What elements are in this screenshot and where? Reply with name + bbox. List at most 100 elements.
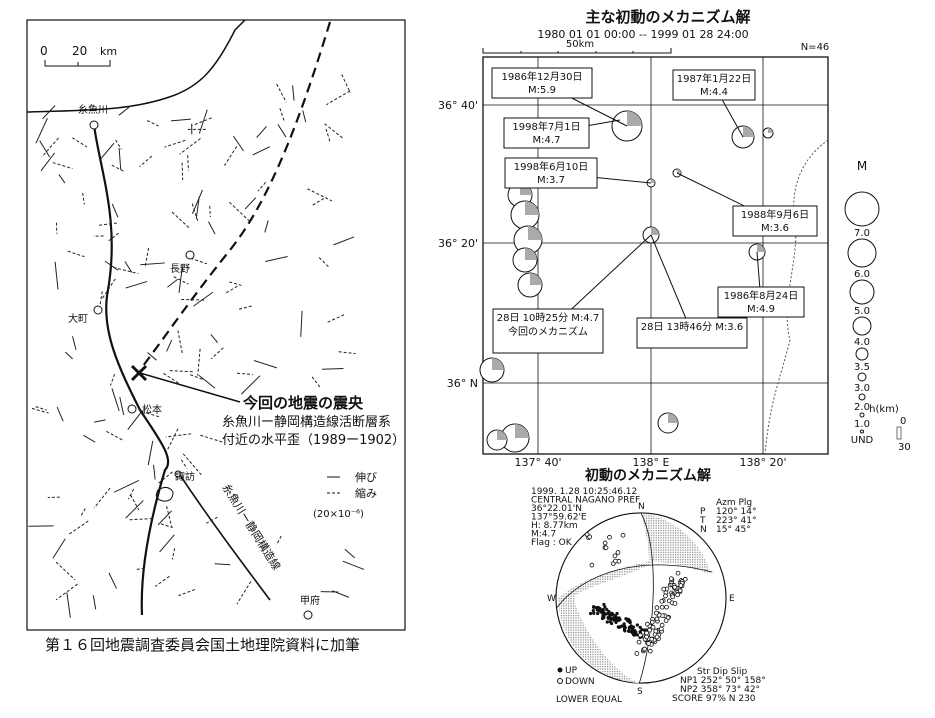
np-header: Str Dip Slip bbox=[697, 667, 748, 677]
strain-tick bbox=[191, 203, 199, 223]
event-magnitude: M:5.9 bbox=[528, 85, 556, 96]
strain-tick bbox=[167, 278, 179, 288]
strain-tick bbox=[210, 347, 224, 360]
direction-w: W bbox=[547, 594, 556, 604]
up-point bbox=[642, 628, 647, 632]
up-point bbox=[635, 623, 639, 627]
depth-min: 0 bbox=[900, 416, 906, 427]
mechanism-map: 主な初動のメカニズム解 1980 01 01 00:00 -- 1999 01 … bbox=[438, 8, 911, 469]
focal-ball-shade bbox=[651, 179, 655, 183]
up-point bbox=[614, 618, 618, 623]
strain-tick bbox=[92, 595, 97, 610]
down-point bbox=[649, 636, 655, 642]
direction-n: N bbox=[638, 502, 645, 512]
focal-ball-shade bbox=[528, 226, 542, 240]
strain-tick bbox=[64, 351, 73, 360]
depth-scale bbox=[896, 426, 902, 440]
axis-n-value: 15° 45° bbox=[716, 525, 751, 535]
up-point bbox=[592, 605, 596, 609]
focal-ball-shade bbox=[768, 128, 773, 133]
city-kofu: 甲府 bbox=[300, 594, 320, 607]
strain-tick bbox=[159, 534, 175, 553]
score-values: SCORE 97% N 230 bbox=[672, 694, 756, 704]
down-point bbox=[654, 605, 660, 610]
down-point bbox=[654, 634, 660, 640]
strain-tick bbox=[322, 368, 344, 370]
down-point bbox=[654, 616, 660, 622]
np2-values: NP2 358° 73° 42° bbox=[680, 685, 760, 695]
strain-tick bbox=[106, 430, 125, 442]
strain-tick bbox=[41, 137, 59, 158]
strain-tick bbox=[93, 487, 111, 509]
strain-tick bbox=[190, 374, 204, 381]
strain-tick bbox=[104, 260, 119, 271]
up-point bbox=[638, 625, 642, 630]
strain-tick bbox=[94, 419, 106, 423]
axis-t-label: T bbox=[699, 516, 706, 526]
city-suwa: 諏訪 bbox=[175, 470, 195, 483]
fault-label: 糸魚川ー静岡構造線 bbox=[219, 481, 283, 572]
strain-tick bbox=[55, 583, 78, 601]
strain-tick bbox=[42, 105, 56, 120]
mag-legend-circle bbox=[858, 393, 866, 401]
strain-tick bbox=[134, 567, 145, 571]
strain-tick bbox=[147, 352, 157, 361]
strain-tick bbox=[31, 407, 49, 414]
strain-tick bbox=[311, 376, 321, 388]
strain-tick bbox=[344, 548, 356, 559]
focal-ball-shade bbox=[627, 111, 642, 126]
map-scale-bar bbox=[482, 48, 672, 54]
strain-tick bbox=[236, 581, 252, 605]
down-point bbox=[675, 570, 681, 576]
down-point bbox=[682, 576, 688, 582]
nodal-plane-1 bbox=[638, 512, 654, 684]
up-point bbox=[606, 615, 610, 620]
down-point bbox=[644, 621, 650, 627]
strain-tick bbox=[240, 375, 261, 395]
city-markers bbox=[89, 120, 313, 620]
down-point bbox=[603, 545, 609, 551]
up-point bbox=[605, 607, 609, 612]
strain-tick bbox=[171, 548, 176, 560]
strain-tick bbox=[160, 523, 173, 528]
focal-ball-shade bbox=[515, 424, 529, 438]
strain-tick bbox=[166, 339, 173, 352]
strain-tick bbox=[79, 508, 86, 518]
strain-tick bbox=[341, 74, 351, 94]
event-date: 1998年6月10日 bbox=[514, 160, 589, 173]
event-label-box bbox=[492, 308, 604, 354]
prefecture-border bbox=[764, 139, 829, 455]
down-point bbox=[634, 651, 640, 656]
strain-tick bbox=[252, 146, 271, 156]
event-date: 1988年9月6日 bbox=[741, 208, 809, 221]
up-point bbox=[598, 607, 602, 611]
legend-compression: 縮み bbox=[355, 486, 377, 500]
up-point bbox=[603, 605, 607, 609]
event-date: 1986年8月24日 bbox=[724, 289, 799, 302]
down-point bbox=[658, 626, 664, 632]
strain-tick bbox=[277, 124, 287, 138]
down-point bbox=[587, 534, 592, 540]
mechanism-info-line: 36°22.01'N bbox=[531, 504, 582, 514]
up-point bbox=[617, 625, 621, 629]
strain-tick bbox=[324, 123, 344, 140]
strain-title-2: 付近の水平歪（1989ー1902） bbox=[222, 433, 405, 448]
compression-quadrant-ne bbox=[641, 512, 711, 574]
mechanism-info-line: Flag : OK bbox=[531, 538, 573, 548]
axis-t-value: 223° 41° bbox=[716, 516, 757, 526]
down-point bbox=[659, 622, 665, 628]
projection-label: LOWER EQUAL bbox=[556, 695, 622, 705]
strain-tick bbox=[111, 164, 124, 172]
fault-line-west bbox=[92, 124, 170, 616]
down-point bbox=[659, 598, 665, 604]
mechanism-title: 初動のメカニズム解 bbox=[585, 467, 711, 484]
up-point bbox=[627, 620, 631, 624]
strain-tick bbox=[170, 118, 191, 122]
strain-tick bbox=[318, 257, 330, 268]
mag-legend-title: M bbox=[857, 159, 867, 173]
down-point bbox=[663, 618, 669, 623]
strain-tick bbox=[124, 261, 133, 273]
strain-tick bbox=[169, 370, 194, 373]
np1-values: NP1 252° 50° 158° bbox=[680, 676, 766, 686]
mag-legend-circle bbox=[847, 238, 877, 268]
